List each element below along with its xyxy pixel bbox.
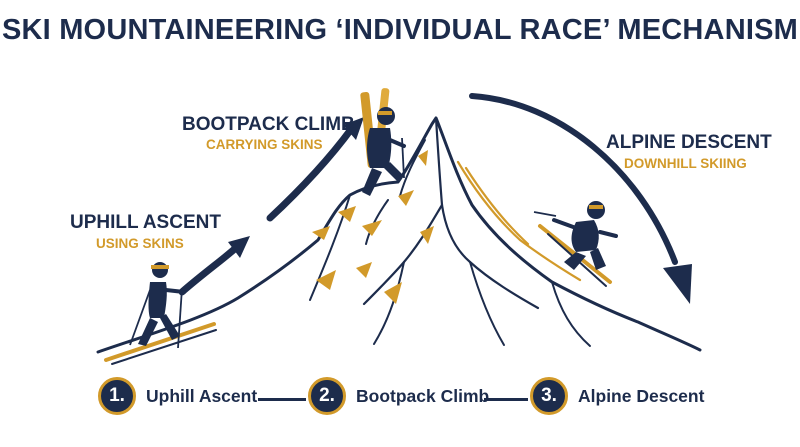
rock-accent-icon [312,150,434,304]
page-title: SKI MOUNTAINEERING ‘INDIVIDUAL RACE’ MEC… [2,14,798,46]
stage-subtitle-descent: DOWNHILL SKIING [624,156,747,171]
descent-arrow-icon [469,93,692,304]
bootpacking-climber-icon [360,88,406,196]
stage-title-bootpack: BOOTPACK CLIMB [182,114,355,135]
stage-subtitle-uphill: USING SKINS [96,236,184,251]
stage-title-descent: ALPINE DESCENT [606,132,772,153]
step-number-1: 1. [98,377,136,415]
step-connector [484,398,528,401]
mountain-icon [96,116,702,354]
step-number-3: 3. [530,377,568,415]
uphill-arrow-icon [266,117,364,222]
step-legend: 1. Uphill Ascent 2. Bootpack Climb 3. Al… [0,374,800,424]
stage-subtitle-bootpack: CARRYING SKINS [206,137,323,152]
step-connector [258,398,306,401]
step-label-1: Uphill Ascent [146,386,258,406]
skinning-skier-icon [104,262,217,365]
downhill-skier-icon [533,201,618,287]
ski-track-icon [456,160,582,282]
stage-title-uphill: UPHILL ASCENT [70,212,221,233]
uphill-arrow-small-icon [178,236,250,296]
step-number-2: 2. [308,377,346,415]
step-label-2: Bootpack Climb [356,386,490,406]
step-label-3: Alpine Descent [578,386,705,406]
